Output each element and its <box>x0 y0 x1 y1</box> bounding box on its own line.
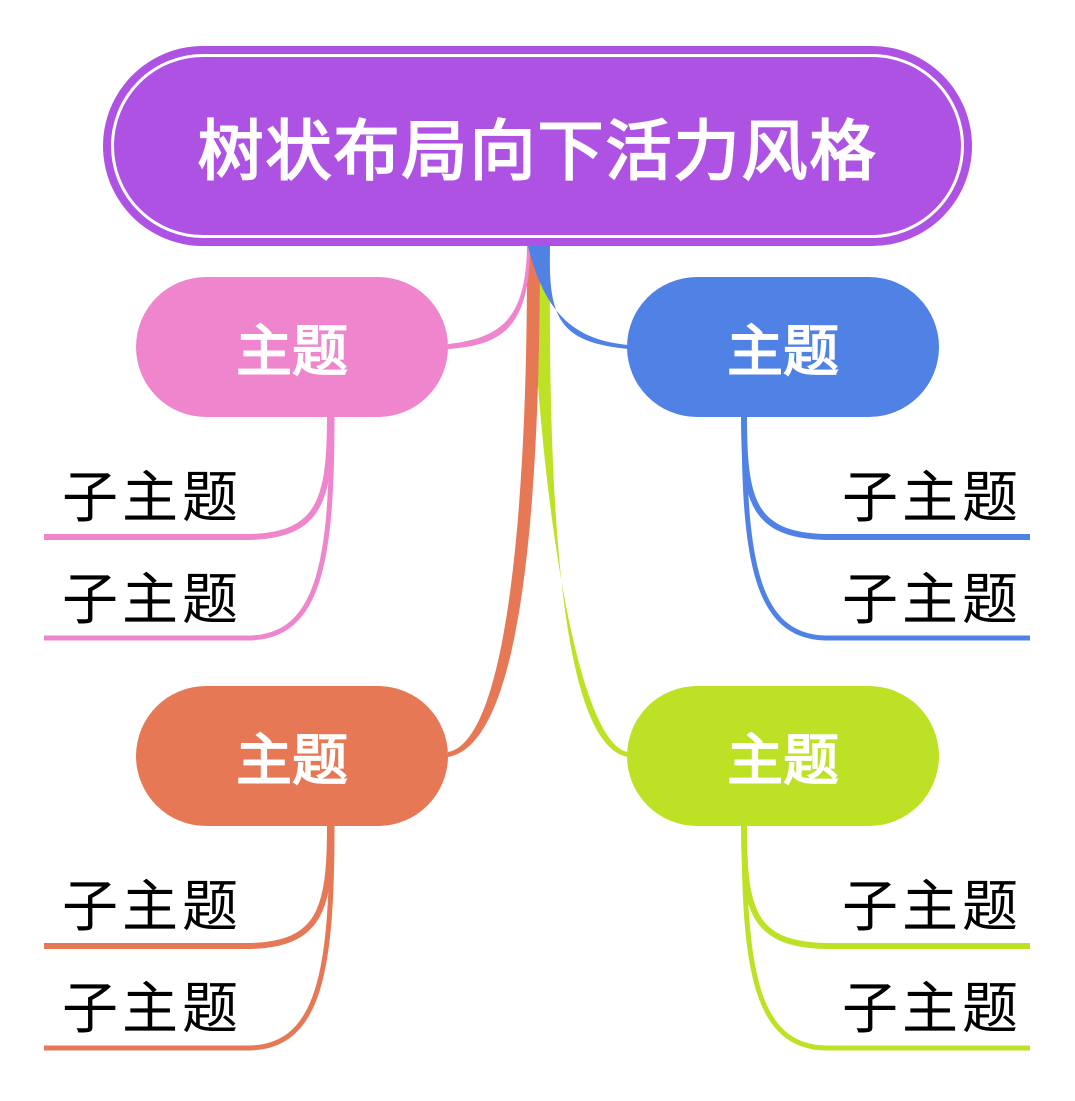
topic-node-blue[interactable]: 主题 <box>627 277 939 417</box>
root-topic-node[interactable]: 树状布局向下活力风格 <box>103 46 972 246</box>
branch-line-orange <box>448 246 540 757</box>
subtopic-node[interactable]: 子主题 <box>842 465 1022 531</box>
topic-label: 主题 <box>236 728 348 794</box>
sub-line-blue-2 <box>741 415 1030 641</box>
topic-node-orange[interactable]: 主题 <box>136 686 448 826</box>
topic-label: 主题 <box>727 319 839 385</box>
root-topic-inner: 树状布局向下活力风格 <box>111 54 964 238</box>
root-topic-title: 树状布局向下活力风格 <box>197 113 878 190</box>
subtopic-node[interactable]: 子主题 <box>842 976 1022 1042</box>
subtopic-node[interactable]: 子主题 <box>842 874 1022 940</box>
topic-node-green[interactable]: 主题 <box>627 686 939 826</box>
subtopic-node[interactable]: 子主题 <box>62 976 242 1042</box>
subtopic-node[interactable]: 子主题 <box>62 567 242 633</box>
branch-line-green <box>530 246 628 757</box>
topic-node-pink[interactable]: 主题 <box>136 277 448 417</box>
topic-label: 主题 <box>236 319 348 385</box>
subtopic-node[interactable]: 子主题 <box>62 874 242 940</box>
subtopic-node[interactable]: 子主题 <box>62 465 242 531</box>
branch-line-blue <box>528 246 628 349</box>
topic-label: 主题 <box>727 728 839 794</box>
sub-line-green-2 <box>741 825 1030 1051</box>
sub-line-orange-2 <box>44 825 335 1051</box>
branch-line-pink <box>448 246 530 349</box>
sub-line-pink-2 <box>44 415 335 641</box>
subtopic-node[interactable]: 子主题 <box>842 567 1022 633</box>
